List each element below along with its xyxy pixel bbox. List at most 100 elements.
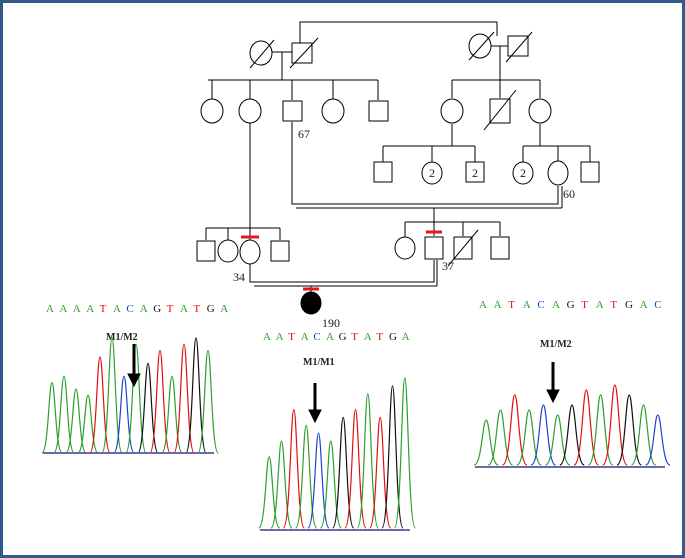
trace-peaks xyxy=(258,377,416,529)
carrier-markers xyxy=(241,230,442,291)
trace-peak xyxy=(616,394,642,466)
base-letter: A xyxy=(140,303,148,315)
base-letter: A xyxy=(552,299,560,311)
trace-peak xyxy=(282,408,305,529)
base-letter: A xyxy=(220,303,228,315)
trace-peaks xyxy=(473,384,671,466)
base-letter: A xyxy=(523,299,531,311)
trace-peak xyxy=(125,343,147,454)
trace-peak xyxy=(101,337,123,454)
grandfather-deceased-symbol xyxy=(291,42,313,64)
group-count-label: 2 xyxy=(472,166,478,180)
base-letter: A xyxy=(59,303,67,315)
trace-peak xyxy=(356,393,379,529)
mother-parent-female-symbol xyxy=(238,98,262,124)
base-letter: A xyxy=(596,299,604,311)
base-letter: A xyxy=(640,299,648,311)
base-letter: A xyxy=(276,331,284,343)
trace-peak xyxy=(344,408,367,529)
trace-peak xyxy=(602,384,628,466)
genotype-label: M1/M2 xyxy=(106,332,138,343)
female-60-symbol xyxy=(547,160,569,186)
father-37-symbol xyxy=(424,236,444,260)
trace-peak xyxy=(185,337,207,454)
male-symbol xyxy=(196,240,216,262)
group-count-label: 2 xyxy=(520,166,526,180)
trace-peak xyxy=(381,385,404,529)
base-letter: T xyxy=(193,303,200,315)
genotype-label: M1/M2 xyxy=(540,339,572,350)
base-letter: T xyxy=(610,299,617,311)
age-label-60: 60 xyxy=(563,187,575,201)
base-letter: T xyxy=(100,303,107,315)
base-letter: A xyxy=(479,299,487,311)
trace-peak xyxy=(53,375,75,454)
deceased-slash xyxy=(249,39,275,69)
mutation-arrow xyxy=(127,344,141,388)
trace-peak xyxy=(645,414,671,466)
grandmother-deceased-symbol xyxy=(249,40,273,66)
grandmother-right-deceased-symbol xyxy=(468,33,492,59)
base-letter: T xyxy=(288,331,295,343)
base-letter: C xyxy=(126,303,133,315)
trace-peak xyxy=(393,377,416,529)
proband-id-label: 190 xyxy=(322,316,340,330)
trace-peak xyxy=(295,424,318,529)
base-letter: C xyxy=(313,331,320,343)
trace-peak xyxy=(332,416,355,529)
base-letter: A xyxy=(402,331,410,343)
base-letter: A xyxy=(364,331,372,343)
deceased-slash xyxy=(289,37,319,69)
male-symbol xyxy=(580,161,600,183)
male-symbol xyxy=(490,236,510,260)
mother-id-label: 34 xyxy=(233,270,245,284)
deceased-slash xyxy=(483,89,517,131)
male-symbol xyxy=(368,100,389,122)
male-67-symbol xyxy=(282,100,303,122)
trace-peak xyxy=(307,432,330,529)
father-id-label: 37 xyxy=(442,259,454,273)
deceased-slash xyxy=(505,31,533,63)
trace-peak xyxy=(197,349,219,454)
trace-peak xyxy=(544,414,571,466)
trace-peaks xyxy=(41,337,219,454)
trace-peak xyxy=(573,389,600,466)
base-letter: G xyxy=(389,331,397,343)
trace-peak xyxy=(630,404,657,466)
female-symbol xyxy=(321,98,345,124)
base-letter: T xyxy=(376,331,383,343)
female-symbol xyxy=(440,98,464,124)
female-group-symbol xyxy=(421,161,443,185)
trace-peak xyxy=(587,394,614,466)
base-letter: G xyxy=(207,303,215,315)
female-symbol xyxy=(394,236,416,260)
trace-peak xyxy=(65,388,87,454)
base-letter: A xyxy=(46,303,54,315)
pedigree-labels: 2 2 2 67 60 34 37 190 xyxy=(233,127,575,330)
base-letter: G xyxy=(625,299,633,311)
base-letter: C xyxy=(537,299,544,311)
base-letter: A xyxy=(86,303,94,315)
mutation-arrow xyxy=(546,362,560,404)
grandfather-right-deceased-symbol xyxy=(507,35,529,57)
base-letter: T xyxy=(581,299,588,311)
base-letter: C xyxy=(654,299,661,311)
base-letter: A xyxy=(113,303,121,315)
trace-peak xyxy=(173,343,195,454)
male-symbol xyxy=(270,240,290,262)
base-letter: A xyxy=(180,303,188,315)
trace-peak xyxy=(41,381,63,454)
base-letter: A xyxy=(326,331,334,343)
male-symbol xyxy=(373,161,393,183)
age-label-67: 67 xyxy=(298,127,310,141)
trace-peak xyxy=(473,419,499,466)
female-group-symbol xyxy=(512,161,534,185)
base-letter: A xyxy=(301,331,309,343)
group-count-label: 2 xyxy=(429,166,435,180)
base-letter: T xyxy=(167,303,174,315)
